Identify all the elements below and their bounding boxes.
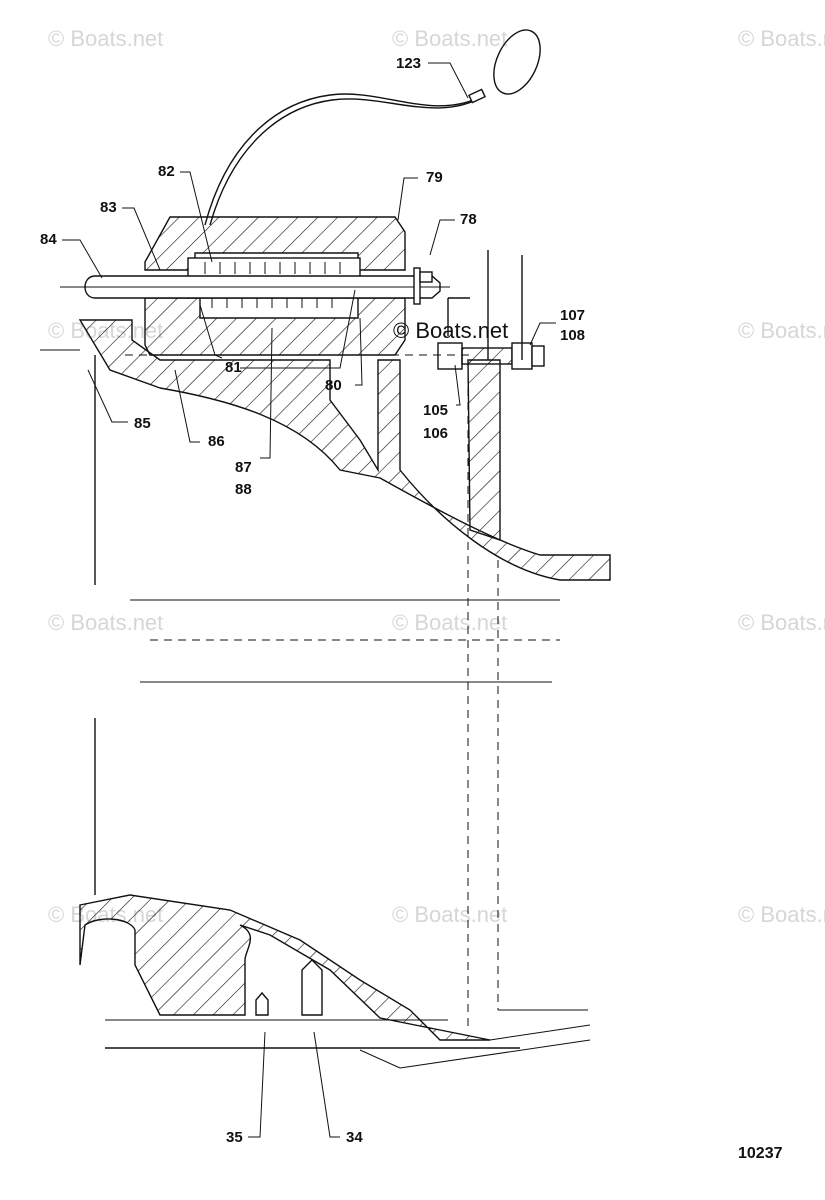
callout-87: 87 xyxy=(235,459,252,476)
callout-88: 88 xyxy=(235,481,252,498)
callout-83: 83 xyxy=(100,199,117,216)
spring xyxy=(204,262,341,308)
callout-82: 82 xyxy=(158,163,175,180)
bolt xyxy=(437,342,545,370)
watermark: © Boats.net xyxy=(738,610,825,635)
callout-35: 35 xyxy=(226,1129,243,1146)
callout-81: 81 xyxy=(225,359,242,376)
watermark: © Boats.net xyxy=(392,902,507,927)
watermark: © Boats.net xyxy=(392,610,507,635)
watermark: © Boats.net xyxy=(392,26,507,51)
watermark: © Boats.net xyxy=(738,318,825,343)
watermark: © Boats.net xyxy=(738,902,825,927)
callout-108: 108 xyxy=(560,327,585,344)
callout-107: 107 xyxy=(560,307,585,324)
pin-shaft xyxy=(60,267,450,305)
callout-78: 78 xyxy=(460,211,477,228)
watermark: © Boats.net xyxy=(393,318,508,343)
callouts: 123 82 79 83 78 84 107 108 81 80 85 105 … xyxy=(40,55,585,1146)
watermark: © Boats.net xyxy=(738,26,825,51)
watermarks: © Boats.net © Boats.net © Boats.net © Bo… xyxy=(48,26,825,927)
break-lines xyxy=(94,355,560,895)
callout-106: 106 xyxy=(423,425,448,442)
callout-123: 123 xyxy=(396,55,421,72)
housing-lower xyxy=(79,894,591,1069)
lanyard xyxy=(204,29,541,226)
watermark: © Boats.net xyxy=(48,26,163,51)
callout-86: 86 xyxy=(208,433,225,450)
housing-upper xyxy=(40,250,611,1030)
diagram-reference-number: 10237 xyxy=(738,1145,783,1162)
callout-84: 84 xyxy=(40,231,57,248)
callout-80: 80 xyxy=(325,377,342,394)
watermark: © Boats.net xyxy=(48,610,163,635)
callout-105: 105 xyxy=(423,402,448,419)
callout-34: 34 xyxy=(346,1129,363,1146)
callout-85: 85 xyxy=(134,415,151,432)
callout-79: 79 xyxy=(426,169,443,186)
leader-lines xyxy=(62,62,556,1138)
